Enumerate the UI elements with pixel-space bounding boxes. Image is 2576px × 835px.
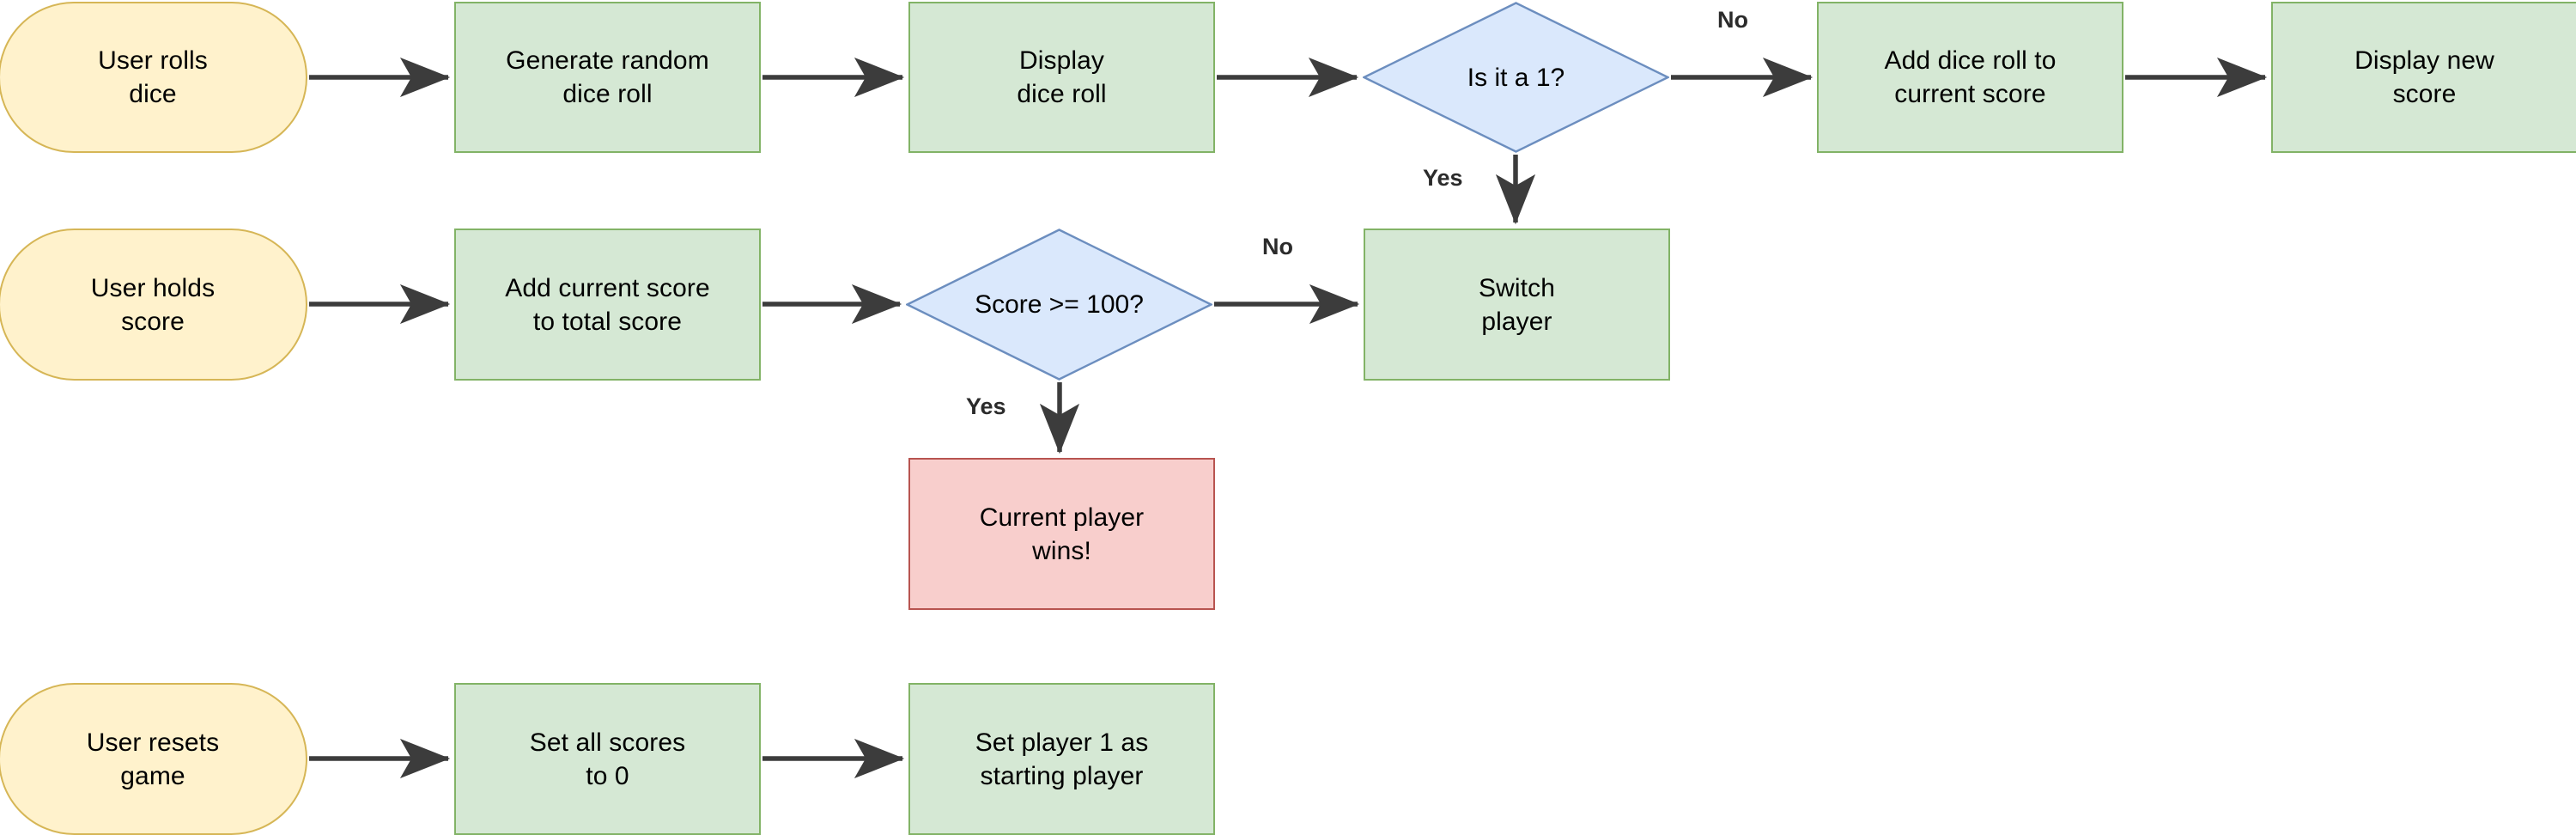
node-label-score-ge-100: Score >= 100? <box>975 290 1144 319</box>
diamond-shape-is-it-a-1 <box>1363 2 1669 153</box>
node-set-player-1-as-starting-player[interactable]: Set player 1 as starting player <box>908 683 1215 835</box>
edge-label-yes-is-it-a-1: Yes <box>1423 165 1463 191</box>
node-switch-player[interactable]: Switch player <box>1364 229 1670 381</box>
node-is-it-a-1[interactable]: Is it a 1? <box>1363 2 1669 153</box>
node-add-dice-roll-to-current-score[interactable]: Add dice roll to current score <box>1817 2 2123 153</box>
node-score-ge-100[interactable]: Score >= 100? <box>906 229 1212 381</box>
node-current-player-wins[interactable]: Current player wins! <box>908 458 1215 610</box>
diamond-shape-score-ge-100 <box>906 229 1212 381</box>
node-label-is-it-a-1: Is it a 1? <box>1467 63 1565 92</box>
node-display-dice-roll[interactable]: Display dice roll <box>908 2 1215 153</box>
edge-label-no-score-100: No <box>1262 234 1293 259</box>
node-set-all-scores-to-0[interactable]: Set all scores to 0 <box>454 683 761 835</box>
node-display-new-score[interactable]: Display new score <box>2271 2 2576 153</box>
node-user-holds-score[interactable]: User holds score <box>0 229 307 381</box>
edge-label-no-is-it-a-1: No <box>1717 7 1748 33</box>
node-generate-random-dice-roll[interactable]: Generate random dice roll <box>454 2 761 153</box>
edge-label-yes-score-100: Yes <box>966 393 1006 419</box>
node-user-rolls-dice[interactable]: User rolls dice <box>0 2 307 153</box>
node-add-current-score-to-total-score[interactable]: Add current score to total score <box>454 229 761 381</box>
node-user-resets-game[interactable]: User resets game <box>0 683 307 835</box>
